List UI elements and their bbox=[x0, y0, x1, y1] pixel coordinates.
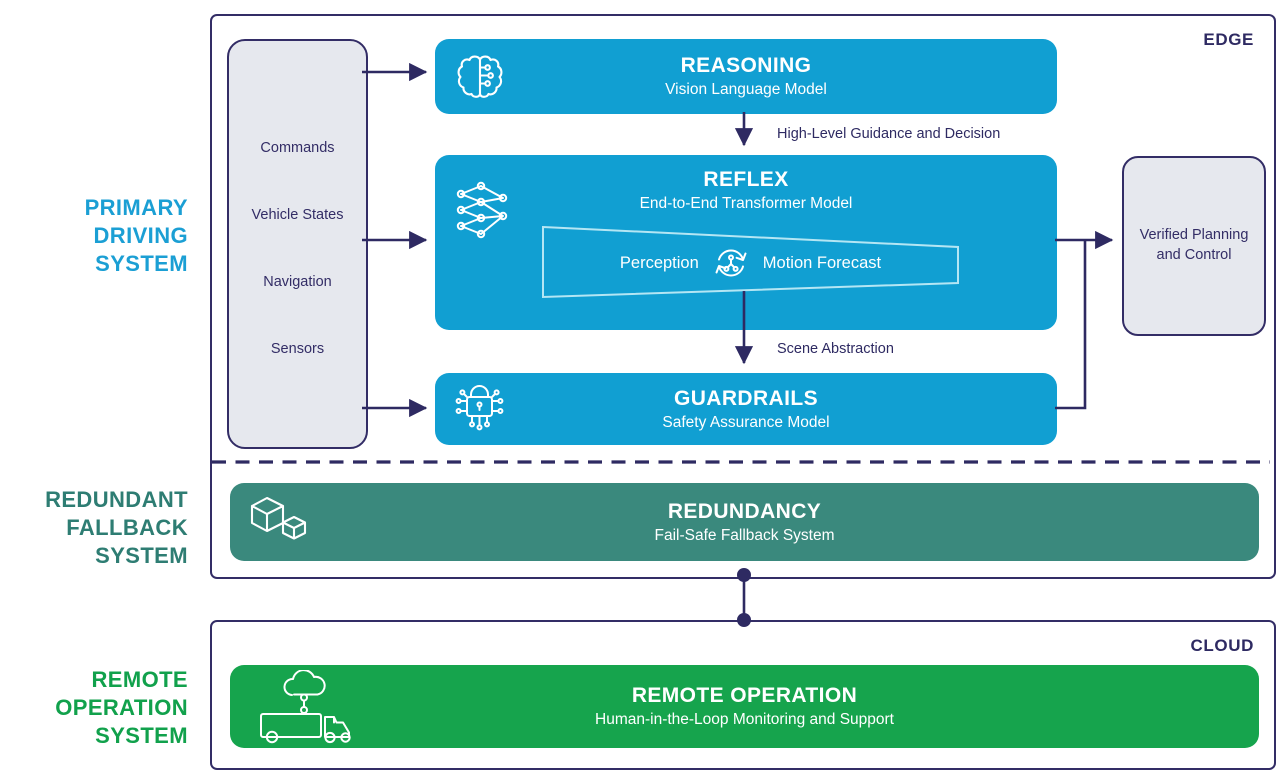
redundancy-subtitle: Fail-Safe Fallback System bbox=[654, 526, 835, 544]
high-level-guidance-label: High-Level Guidance and Decision bbox=[777, 126, 1001, 142]
redundant-fallback-system-label: REDUNDANT FALLBACK SYSTEM bbox=[45, 487, 188, 568]
redundancy-title: REDUNDANCY bbox=[667, 499, 822, 523]
reflex-title: REFLEX bbox=[703, 168, 789, 191]
remote-operation-box: REMOTE OPERATION Human-in-the-Loop Monit… bbox=[230, 665, 1259, 748]
reflex-pipeline-row: Perception Motion Forecast bbox=[543, 246, 958, 280]
motion-forecast-label: Motion Forecast bbox=[762, 253, 882, 272]
cubes-icon bbox=[250, 494, 310, 551]
brain-icon bbox=[455, 52, 505, 106]
truck-cloud-icon bbox=[258, 669, 358, 749]
guardrails-title: GUARDRAILS bbox=[674, 386, 818, 410]
edge-label: EDGE bbox=[1203, 30, 1254, 49]
verified-planning-box: Verified Planning and Control bbox=[1122, 156, 1266, 336]
input-commands: Commands bbox=[260, 140, 335, 156]
inputs-panel: Commands Vehicle States Navigation Senso… bbox=[227, 39, 368, 449]
scene-abstraction-label: Scene Abstraction bbox=[777, 341, 894, 357]
remote-operation-system-label: REMOTE OPERATION SYSTEM bbox=[55, 667, 188, 748]
edge-container: EDGE Commands Vehicle States Navigation … bbox=[210, 14, 1276, 579]
cycle-icon bbox=[712, 244, 750, 282]
redundancy-box: REDUNDANCY Fail-Safe Fallback System bbox=[230, 483, 1259, 561]
reasoning-box: REASONING Vision Language Model bbox=[435, 39, 1057, 114]
primary-driving-system-label: PRIMARY DRIVING SYSTEM bbox=[84, 195, 188, 276]
reflex-subtitle: End-to-End Transformer Model bbox=[639, 195, 853, 213]
guardrails-box: GUARDRAILS Safety Assurance Model bbox=[435, 373, 1057, 445]
input-vehicle-states: Vehicle States bbox=[251, 207, 344, 223]
perception-label: Perception bbox=[619, 253, 699, 272]
neural-network-icon bbox=[456, 181, 508, 244]
cloud-container: CLOUD REMOTE OPERATION Human-in-the-Loop… bbox=[210, 620, 1276, 770]
reasoning-title: REASONING bbox=[680, 54, 812, 78]
remote-operation-title: REMOTE OPERATION bbox=[631, 684, 858, 708]
reflex-box: REFLEX End-to-End Transformer Model bbox=[435, 155, 1057, 330]
lock-circuit-icon bbox=[452, 381, 507, 440]
reasoning-subtitle: Vision Language Model bbox=[665, 81, 827, 99]
input-sensors: Sensors bbox=[270, 341, 325, 357]
guardrails-subtitle: Safety Assurance Model bbox=[662, 413, 830, 431]
input-navigation: Navigation bbox=[263, 274, 332, 290]
remote-operation-subtitle: Human-in-the-Loop Monitoring and Support bbox=[595, 711, 894, 729]
cloud-label: CLOUD bbox=[1190, 636, 1254, 655]
